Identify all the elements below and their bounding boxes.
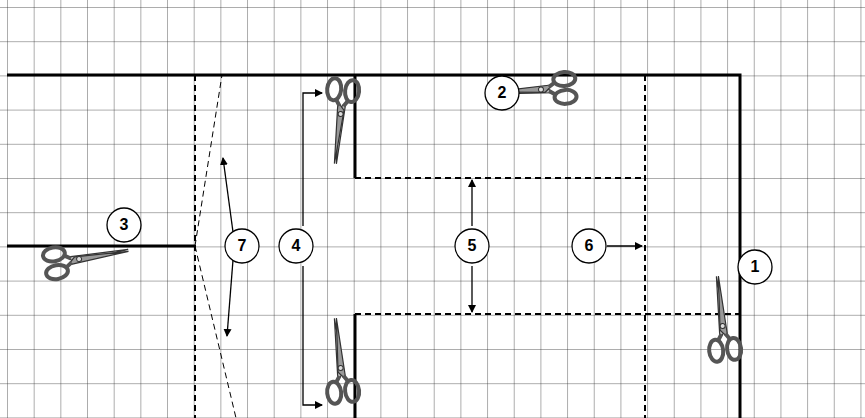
cut-line — [7, 75, 740, 418]
callout-number: 1 — [740, 256, 770, 278]
scissors-icon — [319, 78, 360, 166]
fold-line — [195, 75, 740, 418]
callout-number: 3 — [109, 214, 139, 236]
callout-number: 7 — [227, 235, 257, 257]
callout-number: 6 — [574, 235, 604, 257]
callout-number: 2 — [487, 82, 517, 104]
scissors-icon — [701, 275, 742, 363]
callout-number: 5 — [457, 235, 487, 257]
scissors-icon — [42, 235, 131, 281]
callout-circle — [107, 76, 772, 284]
leader-line — [223, 93, 642, 405]
scissors-icon — [319, 317, 360, 405]
callout-number: 4 — [281, 235, 311, 257]
